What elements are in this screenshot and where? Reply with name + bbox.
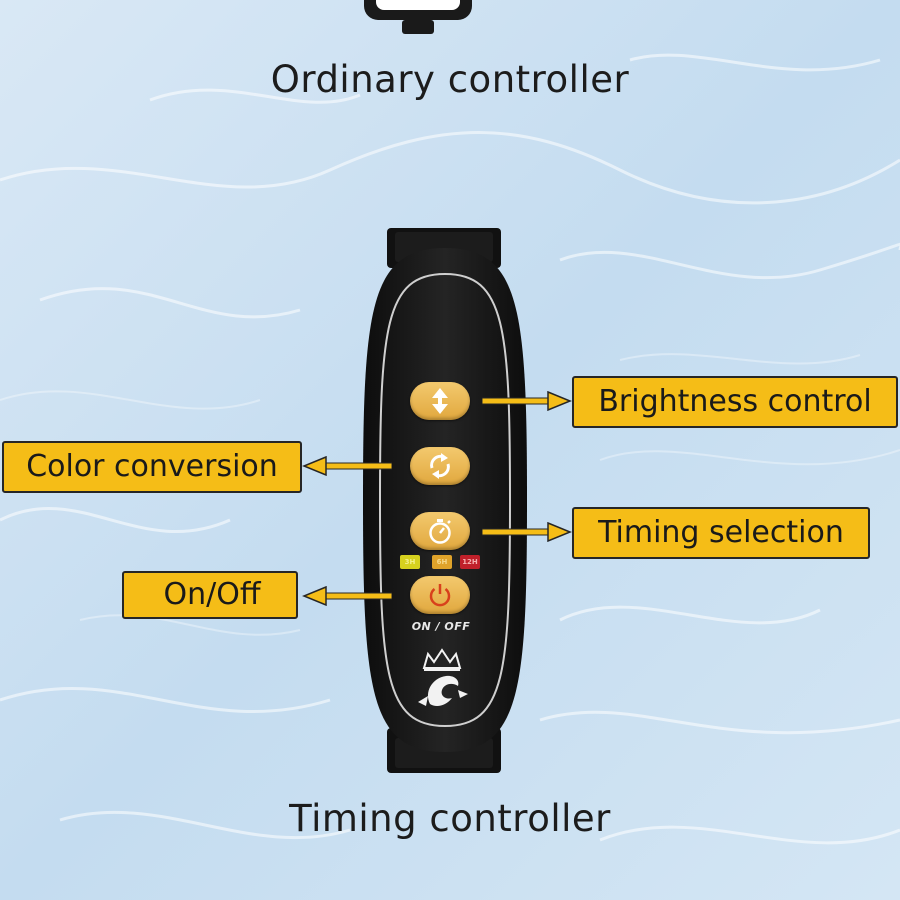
timing-selection-label: Timing selection: [572, 507, 870, 559]
up-down-arrows-icon: [432, 388, 448, 414]
color-conversion-arrow: [302, 456, 392, 476]
color-conversion-label: Color conversion: [2, 441, 302, 493]
power-icon: [429, 584, 451, 607]
brightness-button[interactable]: [410, 382, 470, 420]
power-button-caption: ON / OFF: [411, 620, 471, 633]
stopwatch-icon: [429, 519, 451, 544]
power-button[interactable]: [410, 576, 470, 614]
color-conversion-button[interactable]: [410, 447, 470, 485]
timing-button[interactable]: [410, 512, 470, 550]
ordinary-controller-caption: Ordinary controller: [270, 58, 630, 101]
timing-controller-device: [363, 228, 527, 773]
timer-3h-indicator: 3H: [400, 555, 420, 569]
timer-6h-indicator: 6H: [432, 555, 452, 569]
timing-arrow: [482, 522, 572, 542]
timer-12h-indicator: 12H: [460, 555, 480, 569]
on-off-label: On/Off: [122, 571, 298, 619]
recycle-arrows-icon: [430, 453, 450, 479]
ordinary-controller-image: [364, 0, 472, 34]
brightness-control-label: Brightness control: [572, 376, 898, 428]
timing-controller-caption: Timing controller: [289, 797, 611, 840]
crown-dolphin-logo-icon: [418, 648, 468, 706]
brightness-arrow: [482, 391, 572, 411]
on-off-arrow: [302, 586, 392, 606]
